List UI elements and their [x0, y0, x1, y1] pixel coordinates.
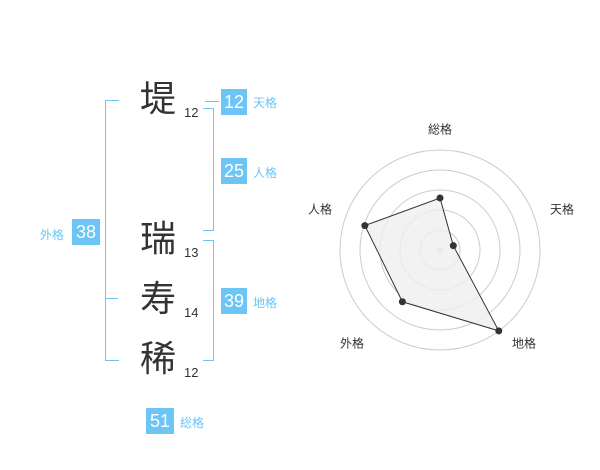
tenkaku-label: 天格 — [253, 96, 278, 110]
given-char-1-strokes: 13 — [184, 245, 199, 260]
radar-point-3 — [495, 327, 503, 335]
gaikaku-bracket — [105, 100, 119, 361]
given-char-1: 瑞 — [140, 219, 177, 260]
radar-axis-label-4: 外格 — [340, 336, 364, 351]
soukaku-label: 総格 — [180, 416, 205, 430]
radar-point-4 — [398, 298, 406, 306]
gaikaku-value: 38 — [72, 219, 100, 245]
chikaku-value: 39 — [221, 288, 247, 314]
given-char-2-strokes: 14 — [184, 305, 199, 320]
radar-point-2 — [449, 242, 457, 250]
radar-axis-label-5: 人格 — [308, 202, 332, 217]
surname-char-1-strokes: 12 — [184, 105, 199, 120]
given-char-3: 稀 — [140, 339, 177, 380]
surname-char-1: 堤 — [140, 79, 177, 120]
chikaku-label: 地格 — [253, 296, 278, 310]
jinkaku-value: 25 — [221, 158, 247, 184]
radar-axis-label-3: 地格 — [512, 336, 536, 351]
radar-axis-label-2: 天格 — [550, 202, 574, 217]
chikaku-bracket — [203, 240, 214, 361]
soukaku-value: 51 — [146, 408, 174, 434]
gaikaku-label: 外格 — [40, 228, 65, 242]
radar-ring-4 — [359, 169, 521, 331]
radar-axis-label-1: 総格 — [428, 122, 452, 137]
radar-polygon — [364, 197, 500, 332]
given-char-3-strokes: 12 — [184, 365, 199, 380]
radar-point-5 — [361, 222, 369, 230]
tenkaku-value: 12 — [221, 89, 247, 115]
jinkaku-bracket — [203, 108, 214, 231]
radar-point-1 — [436, 194, 444, 202]
radar-ring-5 — [339, 149, 541, 351]
tenkaku-bracket-tick — [205, 101, 219, 102]
gaikaku-bracket-mid — [105, 298, 118, 299]
jinkaku-label: 人格 — [253, 166, 278, 180]
given-char-2: 寿 — [140, 279, 177, 320]
